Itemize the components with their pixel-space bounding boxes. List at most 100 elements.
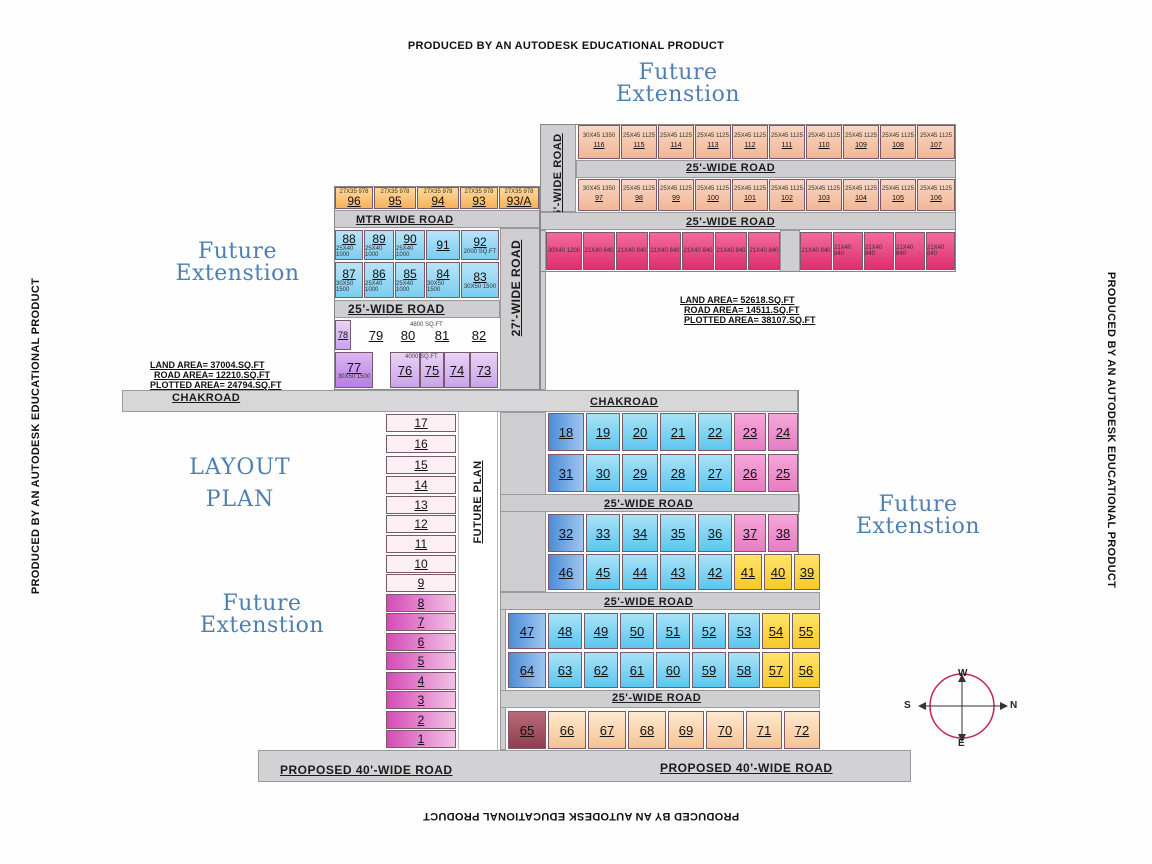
plot-40[interactable]: 40	[764, 554, 792, 590]
plot-57[interactable]: 57	[762, 652, 790, 688]
plot-33[interactable]: 33	[586, 514, 620, 552]
plot-51[interactable]: 51	[656, 613, 690, 649]
plot-25[interactable]: 25	[768, 454, 798, 492]
plot-28[interactable]: 28	[660, 454, 696, 492]
plot-62[interactable]: 62	[584, 652, 618, 688]
plot-73[interactable]: 73	[470, 352, 498, 388]
plot-3[interactable]: 3	[386, 691, 456, 709]
plot-red-3[interactable]: 21X40 840	[616, 232, 648, 270]
plot-53[interactable]: 53	[728, 613, 760, 649]
plot-42[interactable]: 42	[698, 554, 732, 590]
plot-red-8[interactable]: 21X40 840	[800, 232, 832, 270]
plot-72[interactable]: 72	[784, 711, 820, 749]
plot-54[interactable]: 54	[762, 613, 790, 649]
plot-red-7[interactable]: 21X40 840	[748, 232, 780, 270]
plot-13[interactable]: 13	[386, 496, 456, 514]
plot-58[interactable]: 58	[728, 652, 760, 688]
plot-18[interactable]: 18	[548, 413, 584, 451]
plot-7[interactable]: 7	[386, 613, 456, 631]
plot-8[interactable]: 8	[386, 594, 456, 612]
plot-red-11[interactable]: 21X40 840	[895, 232, 925, 270]
plot-9[interactable]: 9	[386, 574, 456, 592]
plot-75[interactable]: 75	[420, 352, 444, 388]
plot-31[interactable]: 31	[548, 454, 584, 492]
plot-46[interactable]: 46	[548, 554, 584, 590]
plot-91[interactable]: 91	[426, 230, 460, 260]
plot-10[interactable]: 10	[386, 555, 456, 573]
plot-64[interactable]: 64	[508, 652, 546, 688]
plot-22[interactable]: 22	[698, 413, 732, 451]
plot-65[interactable]: 65	[508, 711, 546, 749]
plot-24[interactable]: 24	[768, 413, 798, 451]
plot-78[interactable]: 78	[335, 320, 351, 350]
plot-56[interactable]: 56	[792, 652, 820, 688]
plot-49[interactable]: 49	[584, 613, 618, 649]
plot-17[interactable]: 17	[386, 414, 456, 432]
plot-52[interactable]: 52	[692, 613, 726, 649]
plot-red-2[interactable]: 21X40 840	[583, 232, 615, 270]
plot-red-10[interactable]: 21X40 840	[864, 232, 894, 270]
plot-29[interactable]: 29	[622, 454, 658, 492]
plot-76[interactable]: 76	[390, 352, 420, 388]
plot-19[interactable]: 19	[586, 413, 620, 451]
plot-45[interactable]: 45	[586, 554, 620, 590]
plot-38[interactable]: 38	[768, 514, 798, 552]
plot-59[interactable]: 59	[692, 652, 726, 688]
plot-67[interactable]: 67	[588, 711, 626, 749]
plot-43[interactable]: 43	[660, 554, 696, 590]
plot-48[interactable]: 48	[548, 613, 582, 649]
plot-20[interactable]: 20	[622, 413, 658, 451]
plot-68[interactable]: 68	[628, 711, 666, 749]
plot-16[interactable]: 16	[386, 435, 456, 453]
plot-red-1[interactable]: 30X40 1200	[546, 232, 582, 270]
plot-37[interactable]: 37	[734, 514, 766, 552]
plot-30[interactable]: 30	[586, 454, 620, 492]
plot-5[interactable]: 5	[386, 652, 456, 670]
plot-35[interactable]: 35	[660, 514, 696, 552]
plot-23[interactable]: 23	[734, 413, 766, 451]
plot-red-5[interactable]: 21X40 840	[682, 232, 714, 270]
plot-39[interactable]: 39	[794, 554, 820, 590]
plot-36[interactable]: 36	[698, 514, 732, 552]
plot-71[interactable]: 71	[746, 711, 782, 749]
plot-47[interactable]: 47	[508, 613, 546, 649]
plot-1[interactable]: 1	[386, 730, 456, 748]
plot-34[interactable]: 34	[622, 514, 658, 552]
plot-41[interactable]: 41	[734, 554, 762, 590]
plot-61[interactable]: 61	[620, 652, 654, 688]
plot-14[interactable]: 14	[386, 476, 456, 494]
plot-6[interactable]: 6	[386, 633, 456, 651]
plot-79[interactable]: 79	[360, 320, 392, 350]
plot-44[interactable]: 44	[622, 554, 658, 590]
plot-red-9[interactable]: 21X40 840	[833, 232, 863, 270]
plot-11[interactable]: 11	[386, 535, 456, 553]
plot-32[interactable]: 32	[548, 514, 584, 552]
plot-4[interactable]: 4	[386, 672, 456, 690]
plot-74[interactable]: 74	[444, 352, 470, 388]
plot-66[interactable]: 66	[548, 711, 586, 749]
